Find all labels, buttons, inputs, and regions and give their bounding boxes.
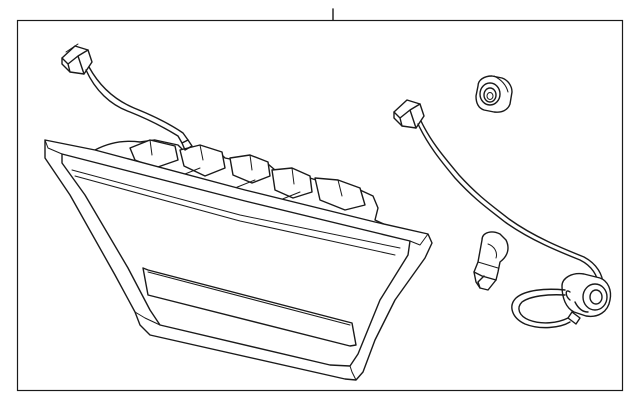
bulb-icon <box>473 231 509 291</box>
tail-lamp-assembly-icon <box>44 139 433 381</box>
callout-number <box>316 2 346 16</box>
diagram-frame <box>16 19 624 392</box>
lamp-wiring-harness-left-icon <box>61 43 193 151</box>
lamp-wiring-harness-right-icon <box>393 99 612 329</box>
grommet-icon <box>475 75 513 113</box>
